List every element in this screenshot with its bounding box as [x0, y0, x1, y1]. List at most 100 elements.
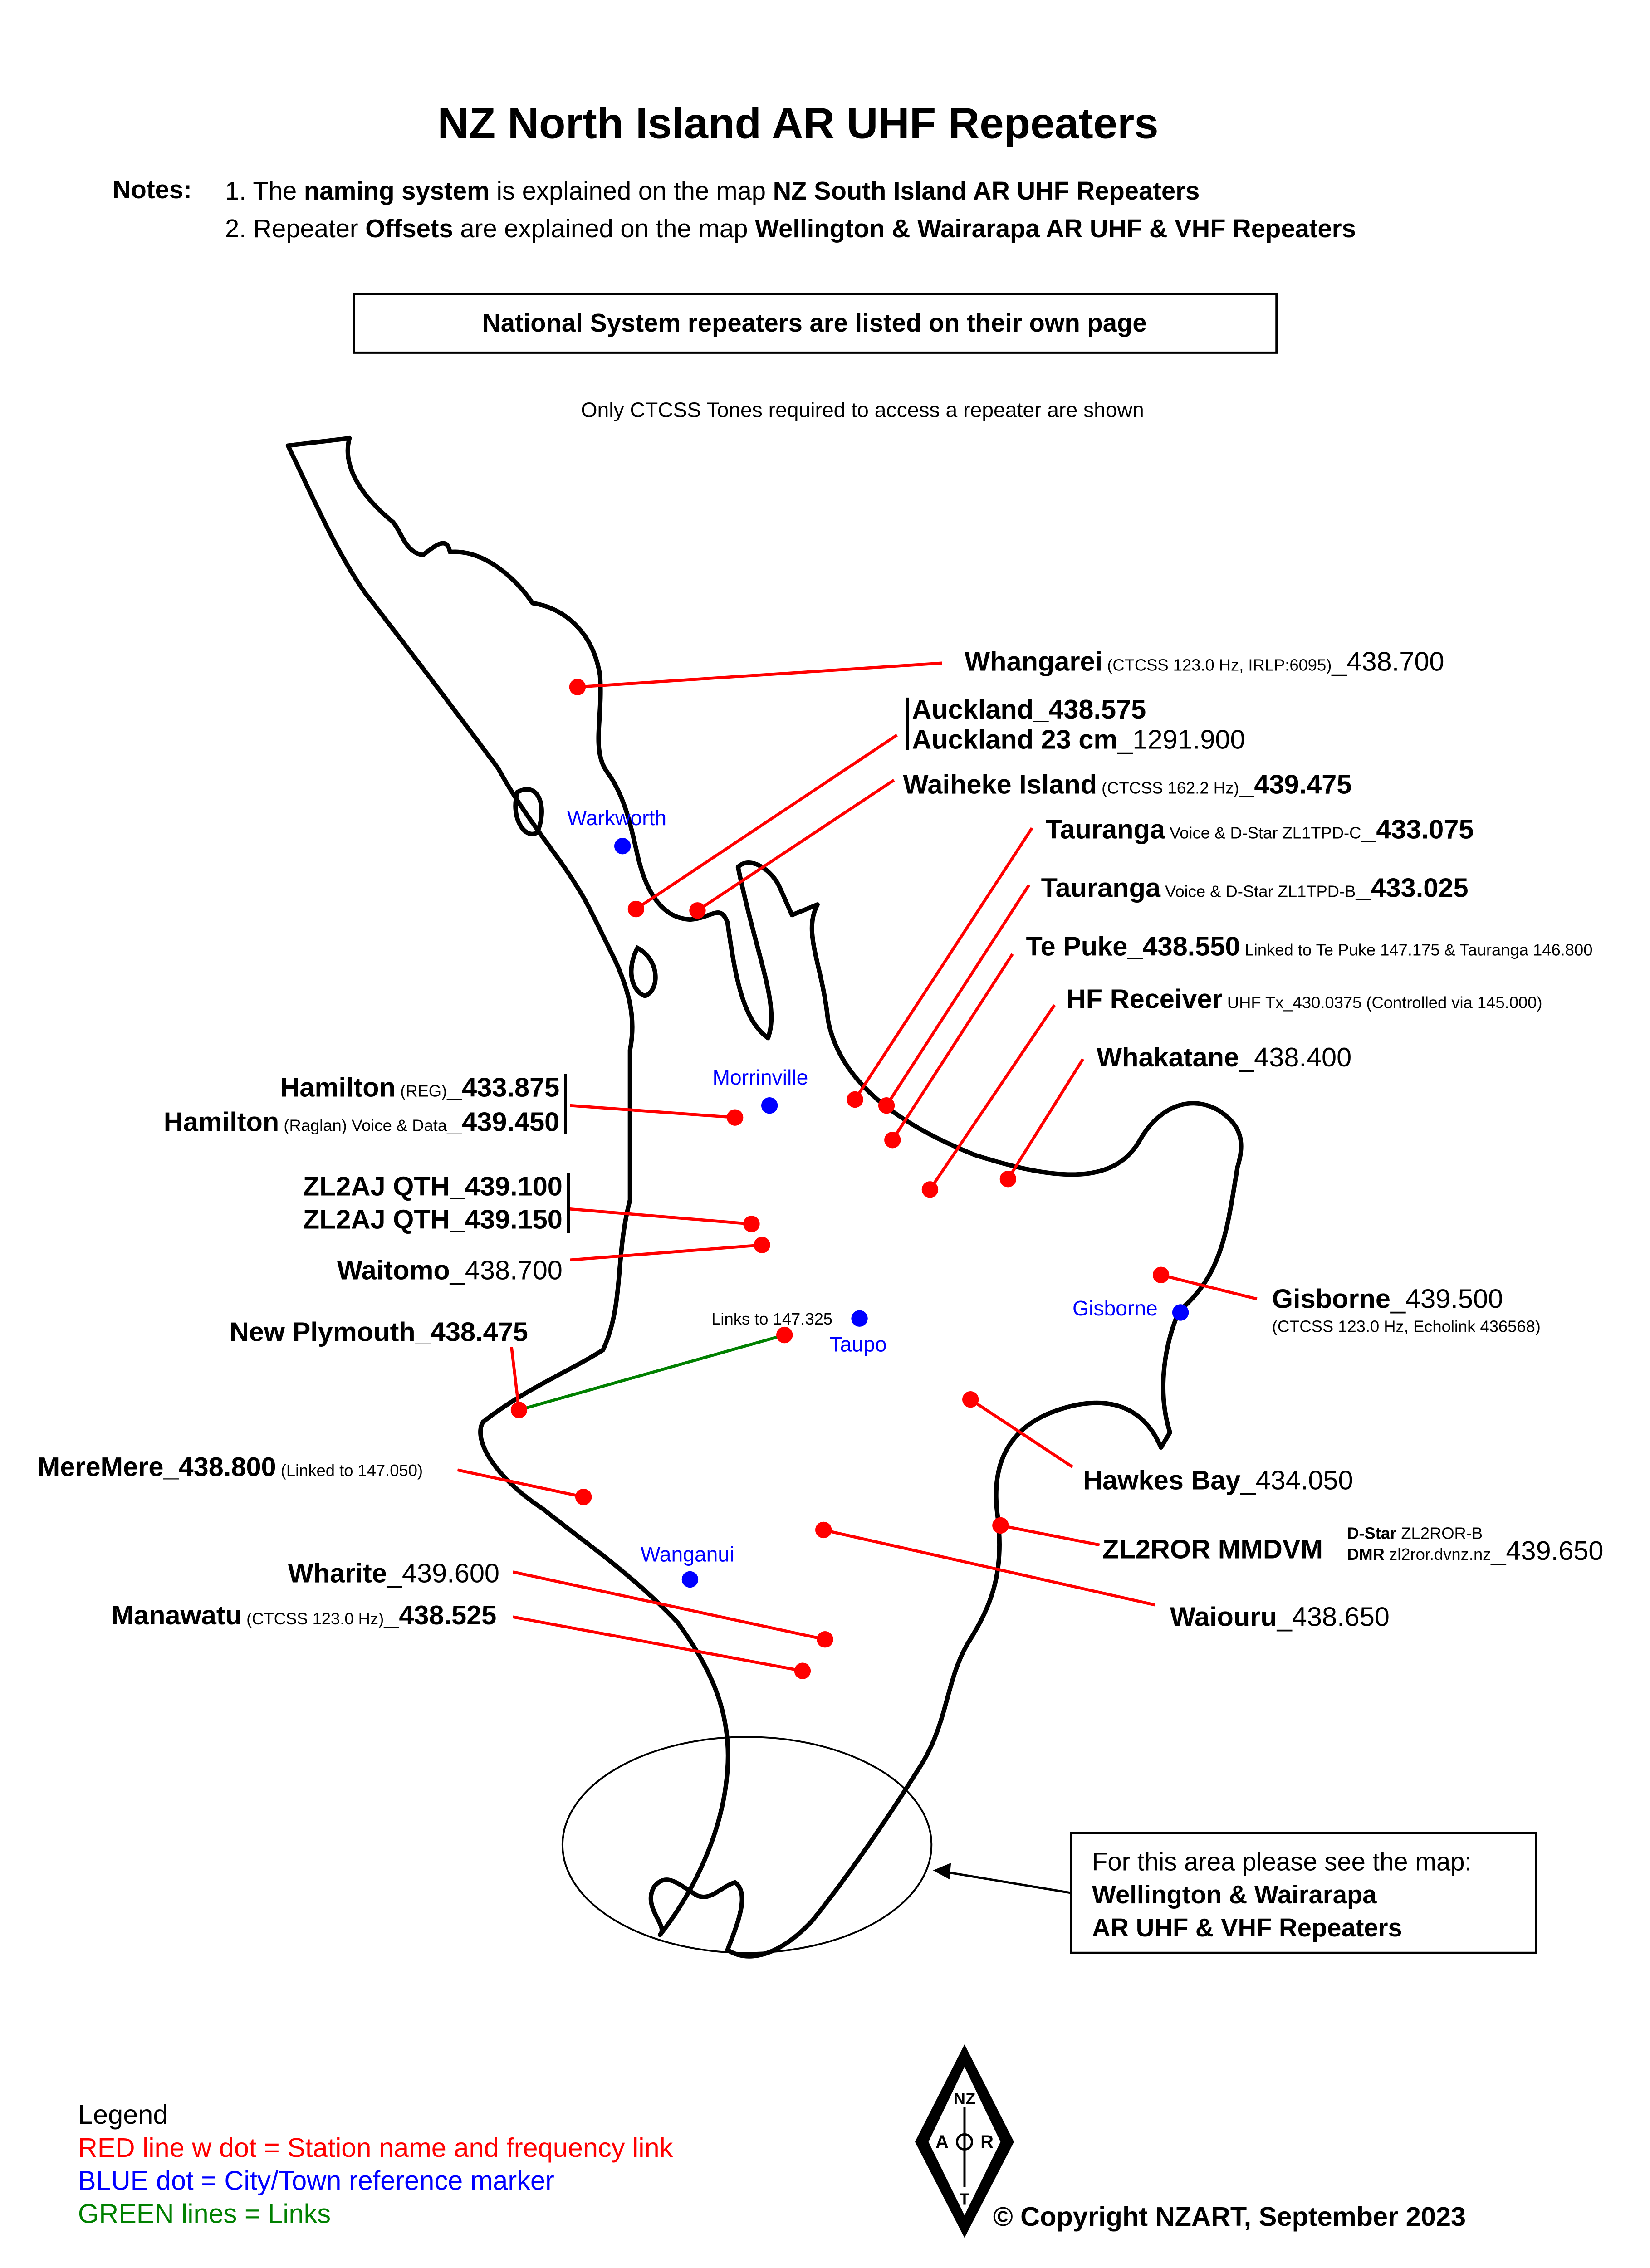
- national-system-text: National System repeaters are listed on …: [482, 308, 1146, 337]
- national-system-box: [353, 293, 1278, 354]
- station-dot-zl2aj[interactable]: [743, 1216, 760, 1232]
- whangarei-link-line: [577, 661, 942, 689]
- station-labels: Whangarei (CTCSS 123.0 Hz, IRLP:6095)_43…: [38, 646, 1604, 1632]
- town-dot-gisborne[interactable]: [1172, 1304, 1189, 1321]
- auckland-link-line: [635, 733, 898, 910]
- label-auckland-23cm: Auckland 23 cm_1291.900: [912, 724, 1245, 754]
- legend: Legend RED line w dot = Station name and…: [78, 2099, 673, 2229]
- ctcss-note: Only CTCSS Tones required to access a re…: [581, 398, 1144, 422]
- town-label: Warkworth: [567, 806, 666, 830]
- manawatu-link-line: [513, 1615, 803, 1672]
- town-label: Wanganui: [641, 1542, 734, 1566]
- label-waitomo: Waitomo_438.700: [337, 1255, 563, 1286]
- town-label: Taupo: [829, 1332, 886, 1356]
- zl2ror-link-line: [1000, 1524, 1100, 1547]
- copyright: © Copyright NZART, September 2023: [993, 2201, 1466, 2232]
- link-lines: [457, 661, 1258, 1672]
- newplymouth-link-line: [510, 1347, 521, 1410]
- label-meremere: MereMere_438.800 (Linked to 147.050): [38, 1452, 423, 1482]
- meremere-link-line: [457, 1468, 584, 1499]
- legend-title: Legend: [78, 2099, 168, 2130]
- station-dot-taupo-link[interactable]: [776, 1326, 793, 1344]
- see-map-arrow: [945, 1871, 1072, 1894]
- waiheke-link-line: [696, 778, 895, 912]
- station-dot-gisborne[interactable]: [1152, 1266, 1170, 1283]
- label-whakatane: Whakatane_438.400: [1097, 1042, 1351, 1072]
- north-island-coastline: [285, 435, 1244, 1959]
- station-dot-waitomo[interactable]: [754, 1237, 770, 1253]
- station-dot-manawatu[interactable]: [794, 1662, 811, 1679]
- label-hawkesbay: Hawkes Bay_434.050: [1083, 1465, 1353, 1496]
- station-dot-waiouru[interactable]: [815, 1521, 832, 1539]
- station-dot-whakatane[interactable]: [999, 1171, 1017, 1188]
- label-zl2aj-2: ZL2AJ QTH_439.150: [303, 1204, 563, 1234]
- station-dot-hf-receiver[interactable]: [921, 1181, 939, 1198]
- label-zl2ror: ZL2ROR MMDVM: [1102, 1534, 1323, 1564]
- wharite-link-line: [513, 1570, 826, 1641]
- notes-label: Notes:: [113, 175, 192, 204]
- station-dot-hawkesbay[interactable]: [962, 1391, 979, 1408]
- label-waiheke: Waiheke Island (CTCSS 162.2 Hz)_439.475: [903, 769, 1351, 799]
- station-dot-whangarei[interactable]: [569, 679, 586, 695]
- town-label: Gisborne: [1072, 1296, 1158, 1320]
- nzart-logo-icon: NZ A R T: [915, 2044, 1014, 2238]
- hf-receiver-link-line: [929, 1004, 1056, 1191]
- arrow-head-icon: [933, 1862, 951, 1880]
- station-dots: [510, 679, 1189, 1679]
- station-dot-meremere[interactable]: [575, 1488, 592, 1505]
- legend-blue: BLUE dot = City/Town reference marker: [78, 2165, 554, 2196]
- label-gisborne-note: (CTCSS 123.0 Hz, Echolink 436568): [1272, 1317, 1541, 1335]
- svg-text:T: T: [960, 2190, 969, 2209]
- station-dot-tepuke[interactable]: [884, 1132, 901, 1149]
- waiouru-link-line: [823, 1528, 1155, 1607]
- label-tauranga-c: Tauranga Voice & D-Star ZL1TPD-C_433.075: [1046, 814, 1474, 845]
- note-2: 2. Repeater Offsets are explained on the…: [225, 214, 1356, 243]
- legend-green: GREEN lines = Links: [78, 2198, 331, 2229]
- label-zl2aj-1: ZL2AJ QTH_439.100: [303, 1171, 563, 1202]
- see-map-line2: Wellington & Wairarapa: [1092, 1880, 1377, 1909]
- coromandel-island: [629, 945, 658, 999]
- label-newplymouth: New Plymouth_438.475: [230, 1316, 528, 1347]
- whakatane-link-line: [1007, 1058, 1084, 1180]
- station-dot-auckland[interactable]: [627, 900, 645, 918]
- svg-text:A: A: [935, 2132, 949, 2152]
- town-dot-taupo[interactable]: [851, 1310, 868, 1327]
- station-dot-wharite[interactable]: [817, 1631, 833, 1648]
- legend-red: RED line w dot = Station name and freque…: [78, 2132, 673, 2163]
- green-link-line: [519, 1333, 785, 1412]
- station-dot-tauranga-b[interactable]: [878, 1097, 895, 1114]
- see-map-box: [1070, 1832, 1537, 1954]
- svg-text:NZ: NZ: [954, 2089, 975, 2108]
- label-zl2ror-dstar: D-Star ZL2ROR-B: [1347, 1524, 1483, 1543]
- label-taupo-link: Links to 147.325: [711, 1310, 832, 1328]
- wellington-area-ellipse: [561, 1736, 933, 1954]
- tauranga-b-link-line: [885, 884, 1030, 1106]
- label-wharite: Wharite_439.600: [288, 1558, 499, 1589]
- label-whangarei: Whangarei (CTCSS 123.0 Hz, IRLP:6095)_43…: [965, 646, 1444, 676]
- waitomo-link-line: [570, 1243, 762, 1262]
- zl2aj-link-line: [570, 1207, 752, 1226]
- station-dot-hamilton[interactable]: [726, 1109, 744, 1126]
- label-hamilton-reg: Hamilton (REG)_433.875: [280, 1072, 559, 1102]
- gisborne-link-line: [1160, 1273, 1258, 1300]
- tepuke-link-line: [891, 953, 1014, 1141]
- station-dot-zl2ror[interactable]: [992, 1517, 1009, 1534]
- hauraki-gulf-island: [513, 787, 544, 836]
- label-tepuke: Te Puke_438.550 Linked to Te Puke 147.17…: [1026, 931, 1593, 962]
- label-tauranga-b: Tauranga Voice & D-Star ZL1TPD-B_433.025: [1041, 873, 1469, 903]
- town-dot-wanganui[interactable]: [681, 1571, 699, 1588]
- label-manawatu: Manawatu (CTCSS 123.0 Hz)_438.525: [111, 1600, 496, 1630]
- label-hamilton-raglan: Hamilton (Raglan) Voice & Data_439.450: [164, 1106, 560, 1137]
- hawkesbay-link-line: [969, 1398, 1073, 1468]
- town-labels: Warkworth Morrinville Taupo Gisborne Wan…: [567, 806, 1158, 1566]
- note-1: 1. The naming system is explained on the…: [225, 176, 1200, 205]
- town-dot-warkworth[interactable]: [614, 837, 631, 855]
- station-dot-waiheke[interactable]: [689, 902, 706, 919]
- label-auckland: Auckland_438.575: [912, 694, 1146, 724]
- hamilton-link-line: [570, 1104, 735, 1119]
- town-dot-morrinville[interactable]: [761, 1097, 778, 1114]
- station-dot-newplymouth[interactable]: [510, 1402, 528, 1418]
- town-label: Morrinville: [713, 1066, 808, 1089]
- station-dot-tauranga-c[interactable]: [847, 1091, 863, 1108]
